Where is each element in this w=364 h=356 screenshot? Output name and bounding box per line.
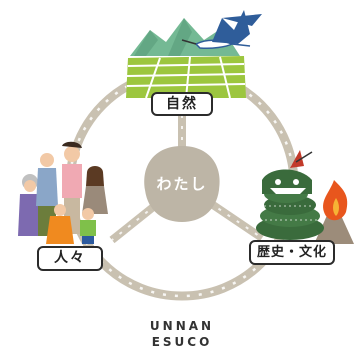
node-label-nature: 自然 bbox=[151, 92, 213, 116]
center-label: わたし bbox=[156, 175, 208, 193]
brand-line-1: UNNAN bbox=[149, 319, 215, 333]
dragon-serpent-fire-icon bbox=[256, 150, 354, 244]
family-group-icon bbox=[18, 141, 108, 244]
center-blob bbox=[144, 146, 220, 222]
node-label-people: 人々 bbox=[37, 246, 103, 271]
node-label-culture: 歴史・文化 bbox=[249, 240, 335, 265]
mountain-field-heron-icon bbox=[126, 10, 262, 99]
brand-wordmark: UNNAN ESUCO bbox=[132, 318, 232, 350]
brand-line-2: ESUCO bbox=[151, 335, 213, 349]
